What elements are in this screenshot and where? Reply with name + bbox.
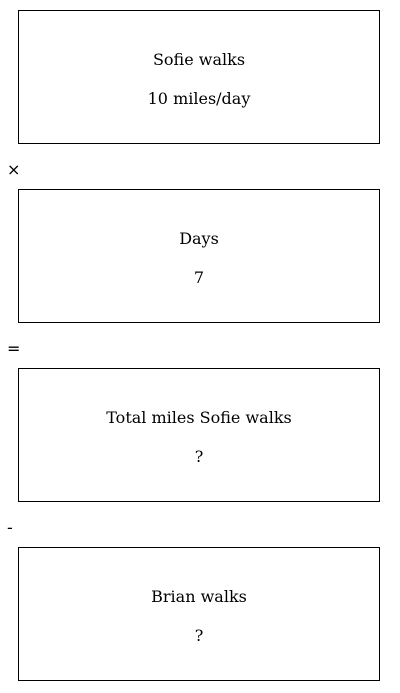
multiply-operator: × bbox=[7, 160, 21, 179]
box-title: Days bbox=[179, 229, 219, 248]
minus-operator: - bbox=[7, 518, 13, 537]
box-value: ? bbox=[194, 447, 204, 466]
box-title: Total miles Sofie walks bbox=[106, 408, 292, 427]
box-value: 10 miles/day bbox=[147, 89, 251, 108]
box-title: Sofie walks bbox=[152, 50, 246, 69]
sofie-walks-box: Sofie walks 10 miles/day bbox=[18, 10, 380, 144]
box-title: Brian walks bbox=[151, 587, 247, 606]
equals-operator: = bbox=[7, 339, 21, 358]
box-value: 7 bbox=[193, 268, 205, 287]
box-value: ? bbox=[194, 626, 204, 645]
days-box: Days 7 bbox=[18, 189, 380, 323]
total-miles-sofie-box: Total miles Sofie walks ? bbox=[18, 368, 380, 502]
brian-walks-box: Brian walks ? bbox=[18, 547, 380, 681]
